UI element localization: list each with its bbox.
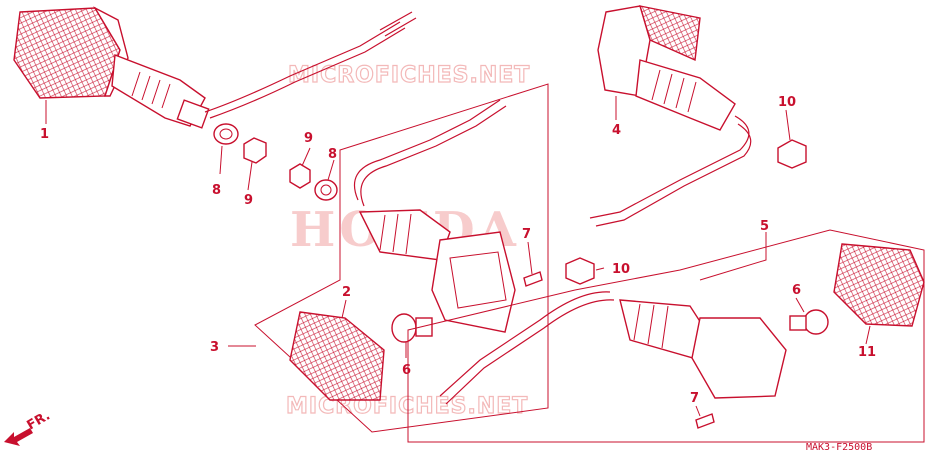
nut-9-left — [243, 137, 267, 164]
front-direction-indicator: FR. — [4, 408, 53, 446]
screw-7-left — [523, 271, 543, 287]
callout-1: 1 — [40, 127, 49, 142]
bulb-6-right — [789, 309, 829, 335]
wire-front-right — [589, 115, 750, 219]
callout-11: 11 — [858, 345, 876, 360]
housing-rear-left — [431, 231, 516, 333]
arrow-icon — [4, 428, 33, 446]
callout-9-center: 9 — [304, 131, 313, 146]
callout-7-left: 7 — [522, 227, 531, 242]
callout-9-left: 9 — [244, 193, 253, 208]
callout-10-right: 10 — [778, 95, 796, 110]
wire-front-left — [204, 21, 401, 113]
callout-6-right: 6 — [792, 283, 801, 298]
nut-9-center — [289, 163, 311, 189]
stem-front-right — [635, 59, 736, 131]
winker-assembly-front-left — [13, 6, 417, 129]
lens-rear-left — [289, 311, 385, 401]
washer-8-center — [314, 179, 338, 201]
callout-4: 4 — [612, 123, 621, 138]
winker-assembly-front-right — [589, 5, 752, 227]
direction-label: FR. — [25, 408, 53, 433]
callout-6-left: 6 — [402, 363, 411, 378]
nut-10-center — [565, 257, 595, 285]
watermark-top: MICROFICHES.NET — [288, 63, 530, 88]
nut-10-right — [777, 139, 807, 169]
callout-3: 3 — [210, 340, 219, 355]
screw-7-right — [695, 413, 715, 429]
washer-8-left — [213, 123, 239, 145]
lens-11-rear-right — [833, 243, 925, 327]
callout-8-center: 8 — [328, 147, 337, 162]
group-frame-5 — [407, 229, 925, 443]
group-frame-3 — [254, 83, 549, 433]
winker-assembly-rear-right — [439, 291, 787, 405]
callout-5: 5 — [760, 219, 769, 234]
diagram-code: MAK3-F2500B — [806, 442, 872, 453]
stem-cap-front-left — [176, 99, 210, 129]
callout-2: 2 — [342, 285, 351, 300]
wire-rear-left — [353, 99, 501, 201]
watermark-bottom: MICROFICHES.NET — [286, 394, 528, 419]
wire-rear-right — [439, 291, 611, 397]
housing-rear-right — [691, 317, 787, 399]
callout-8-left: 8 — [212, 183, 221, 198]
callout-7-right: 7 — [690, 391, 699, 406]
winker-assembly-rear-left — [353, 99, 516, 333]
callout-10-center: 10 — [612, 262, 630, 277]
lens-front-right — [639, 5, 701, 62]
bulb-6-left — [391, 313, 433, 343]
